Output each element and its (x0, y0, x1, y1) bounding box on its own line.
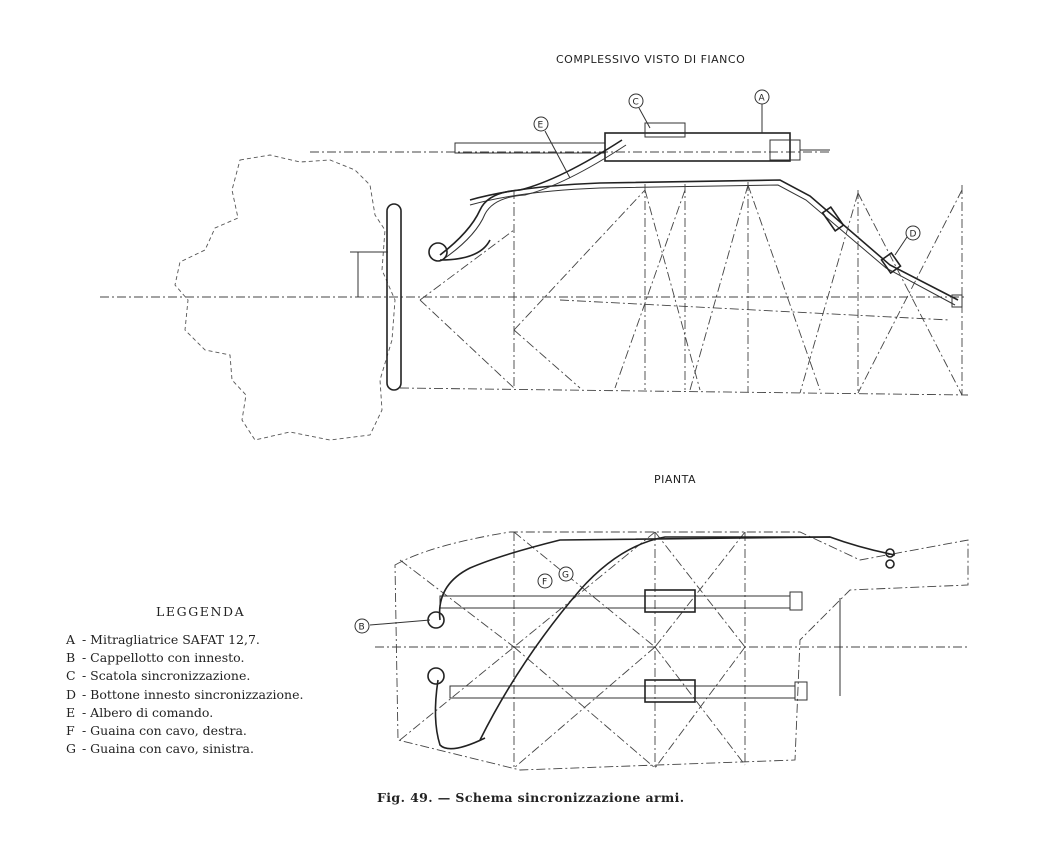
legend-item: B - Cappellotto con innesto. (66, 649, 303, 667)
callout-g: G (558, 566, 574, 582)
legend-text: - Guaina con cavo, sinistra. (78, 741, 254, 757)
callout-f: F (537, 573, 553, 589)
legend: LEGGENDA A - Mitragliatrice SAFAT 12,7. … (66, 604, 303, 758)
legend-item: G - Guaina con cavo, sinistra. (66, 740, 303, 758)
lower-longeron (399, 387, 969, 396)
callout-d: D (894, 225, 921, 256)
sync-box-c (428, 242, 448, 262)
cable-d (439, 239, 491, 261)
upper-longeron-inner (469, 184, 956, 306)
callout-b-letter: B (359, 623, 365, 633)
callout-e-letter: E (538, 121, 544, 131)
firewall-bulkhead (386, 203, 402, 391)
legend-item: A - Mitragliatrice SAFAT 12,7. (66, 631, 303, 649)
fuselage-frames (513, 182, 963, 395)
cap-b-lower (427, 667, 445, 685)
legend-code: F (66, 723, 75, 739)
button-d-housing (821, 206, 845, 232)
plan-view-title: PIANTA (654, 473, 697, 486)
callout-e: E (533, 116, 571, 179)
callout-c-letter: C (633, 98, 639, 108)
legend-item: D - Bottone innesto sincronizzazione. (66, 686, 303, 704)
legend-code: G (66, 741, 76, 757)
side-view-drawing (100, 122, 969, 441)
plan-button-d-1 (885, 548, 895, 558)
button-d (880, 251, 902, 275)
cable-f (438, 536, 896, 621)
cable-g (479, 536, 830, 741)
legend-text: - Guaina con cavo, destra. (78, 723, 247, 739)
engine-outline (174, 154, 396, 441)
plan-fuselage-outline (394, 531, 969, 771)
callout-a-letter: A (759, 94, 766, 104)
cap-b (427, 611, 445, 629)
plan-frames (399, 531, 746, 770)
callout-a: A (754, 89, 770, 133)
cable-lower (434, 679, 486, 750)
legend-code: C (66, 668, 76, 684)
side-view-title: COMPLESSIVO VISTO DI FIANCO (556, 53, 746, 66)
legend-item: E - Albero di comando. (66, 704, 303, 722)
legend-title: LEGGENDA (156, 604, 246, 619)
fuselage-bracing (419, 184, 963, 396)
legend-text: - Scatola sincronizzazione. (78, 668, 251, 684)
plan-view-drawing (369, 531, 969, 771)
drive-shaft-e (439, 139, 623, 256)
legend-code: E (66, 704, 76, 720)
legend-item: C - Scatola sincronizzazione. (66, 667, 303, 685)
legend-code: A (66, 632, 76, 647)
legend-text: - Bottone innesto sincronizzazione. (78, 686, 304, 702)
legend-text: - Cappellotto con innesto. (78, 650, 245, 666)
callout-g-letter: G (562, 571, 569, 581)
machine-gun-a (454, 122, 830, 162)
legend-text: - Mitragliatrice SAFAT 12,7. (78, 632, 260, 647)
upper-longeron (469, 179, 959, 301)
legend-text: - Albero di comando. (78, 704, 214, 720)
callout-d-letter: D (910, 230, 917, 240)
figure-caption: Fig. 49. — Schema sincronizzazione armi. (377, 790, 685, 805)
callout-f-letter: F (542, 578, 547, 588)
legend-code: D (66, 686, 77, 702)
drive-shaft-e-inner (444, 144, 627, 259)
plan-gun-right (439, 589, 803, 613)
legend-list: A - Mitragliatrice SAFAT 12,7. B - Cappe… (66, 631, 303, 758)
legend-code: B (66, 650, 76, 666)
legend-item: F - Guaina con cavo, destra. (66, 722, 303, 740)
plan-gun-left (449, 679, 808, 703)
plan-button-d-2 (885, 559, 895, 569)
callout-c: C (628, 93, 651, 129)
tail-fitting (951, 294, 963, 308)
callout-b: B (354, 618, 370, 634)
